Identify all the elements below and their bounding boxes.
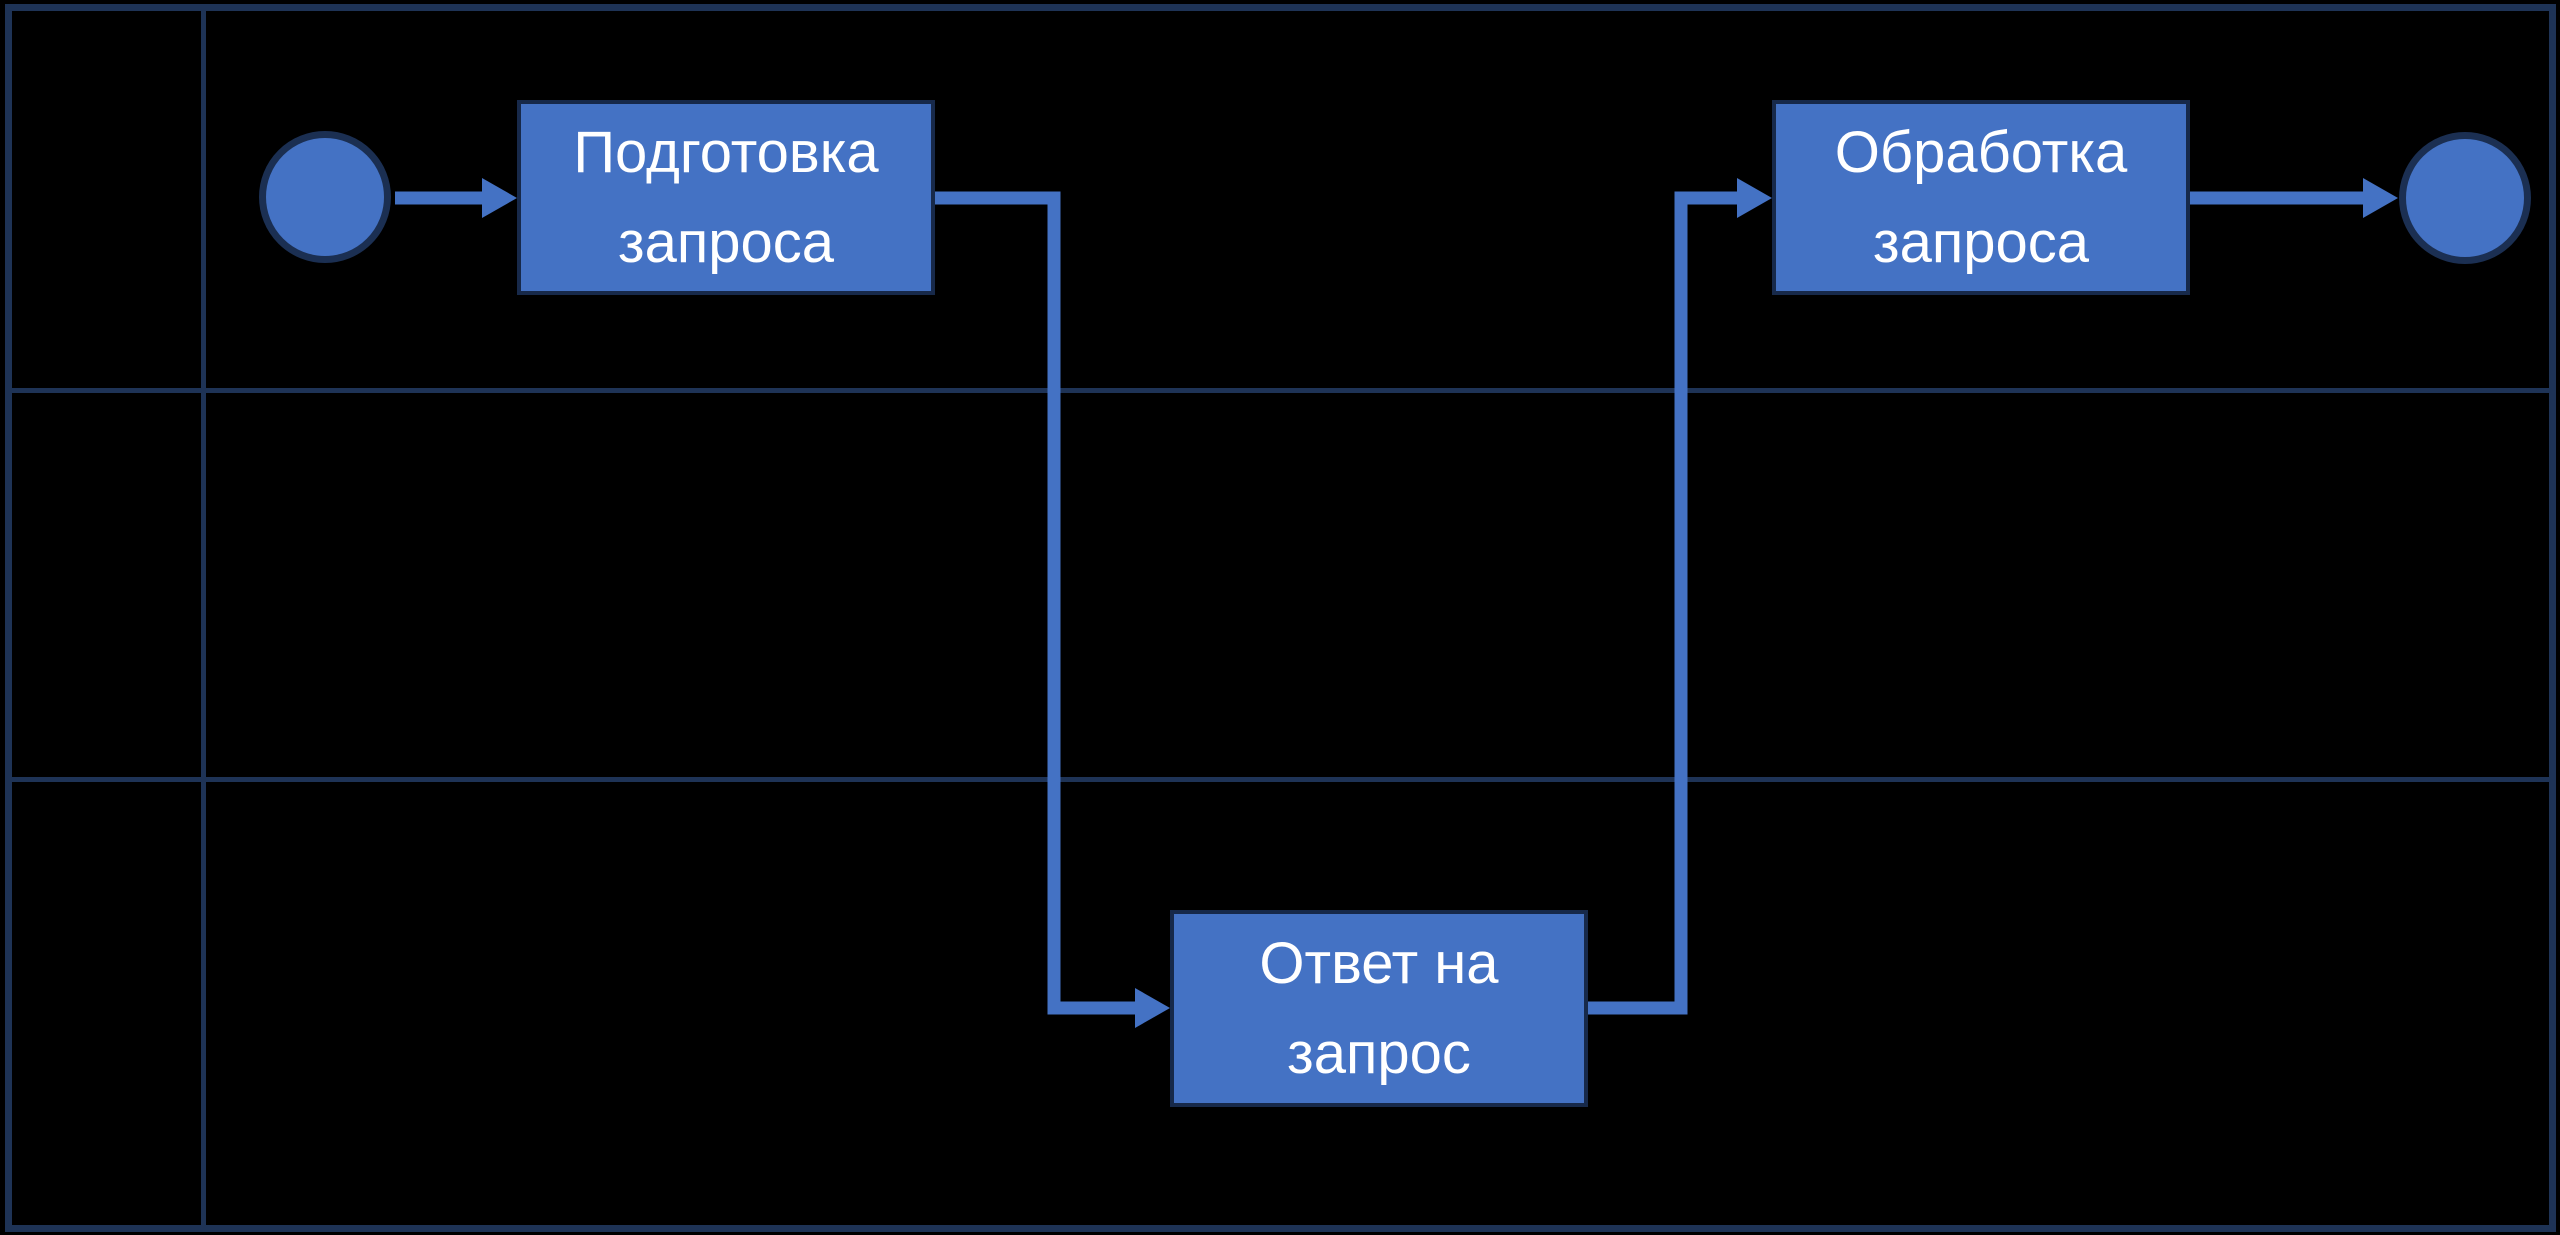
task-process-request[interactable]: Обработка запроса — [1772, 100, 2190, 295]
start-event-circle[interactable] — [259, 131, 391, 263]
connector-prepare-to-respond[interactable] — [935, 191, 1170, 1028]
lane-divider-2 — [5, 777, 2556, 782]
task-respond-request[interactable]: Ответ на запрос — [1170, 910, 1588, 1107]
arrowhead-icon — [2363, 178, 2398, 218]
task-label-line: Подготовка — [573, 119, 879, 185]
arrowhead-icon — [482, 178, 517, 218]
task-label-line: запрос — [1287, 1020, 1471, 1086]
task-label-line: Обработка — [1834, 119, 2128, 185]
task-prepare-request[interactable]: Подготовка запроса — [517, 100, 935, 295]
arrowhead-icon — [1135, 988, 1170, 1028]
swimlane-table-border — [5, 4, 2556, 1232]
task-label-line: Ответ на — [1259, 930, 1499, 996]
connector-process-to-end[interactable] — [2190, 178, 2398, 218]
arrowhead-icon — [1737, 178, 1772, 218]
task-label-line: запроса — [1872, 209, 2090, 275]
end-event-circle[interactable] — [2399, 132, 2531, 264]
connector-respond-to-process[interactable] — [1588, 178, 1772, 1015]
task-label-line: запроса — [617, 209, 835, 275]
connector-start-to-prepare[interactable] — [395, 178, 517, 218]
lane-divider-1 — [5, 388, 2556, 393]
lane-header-column-divider — [201, 4, 206, 1232]
